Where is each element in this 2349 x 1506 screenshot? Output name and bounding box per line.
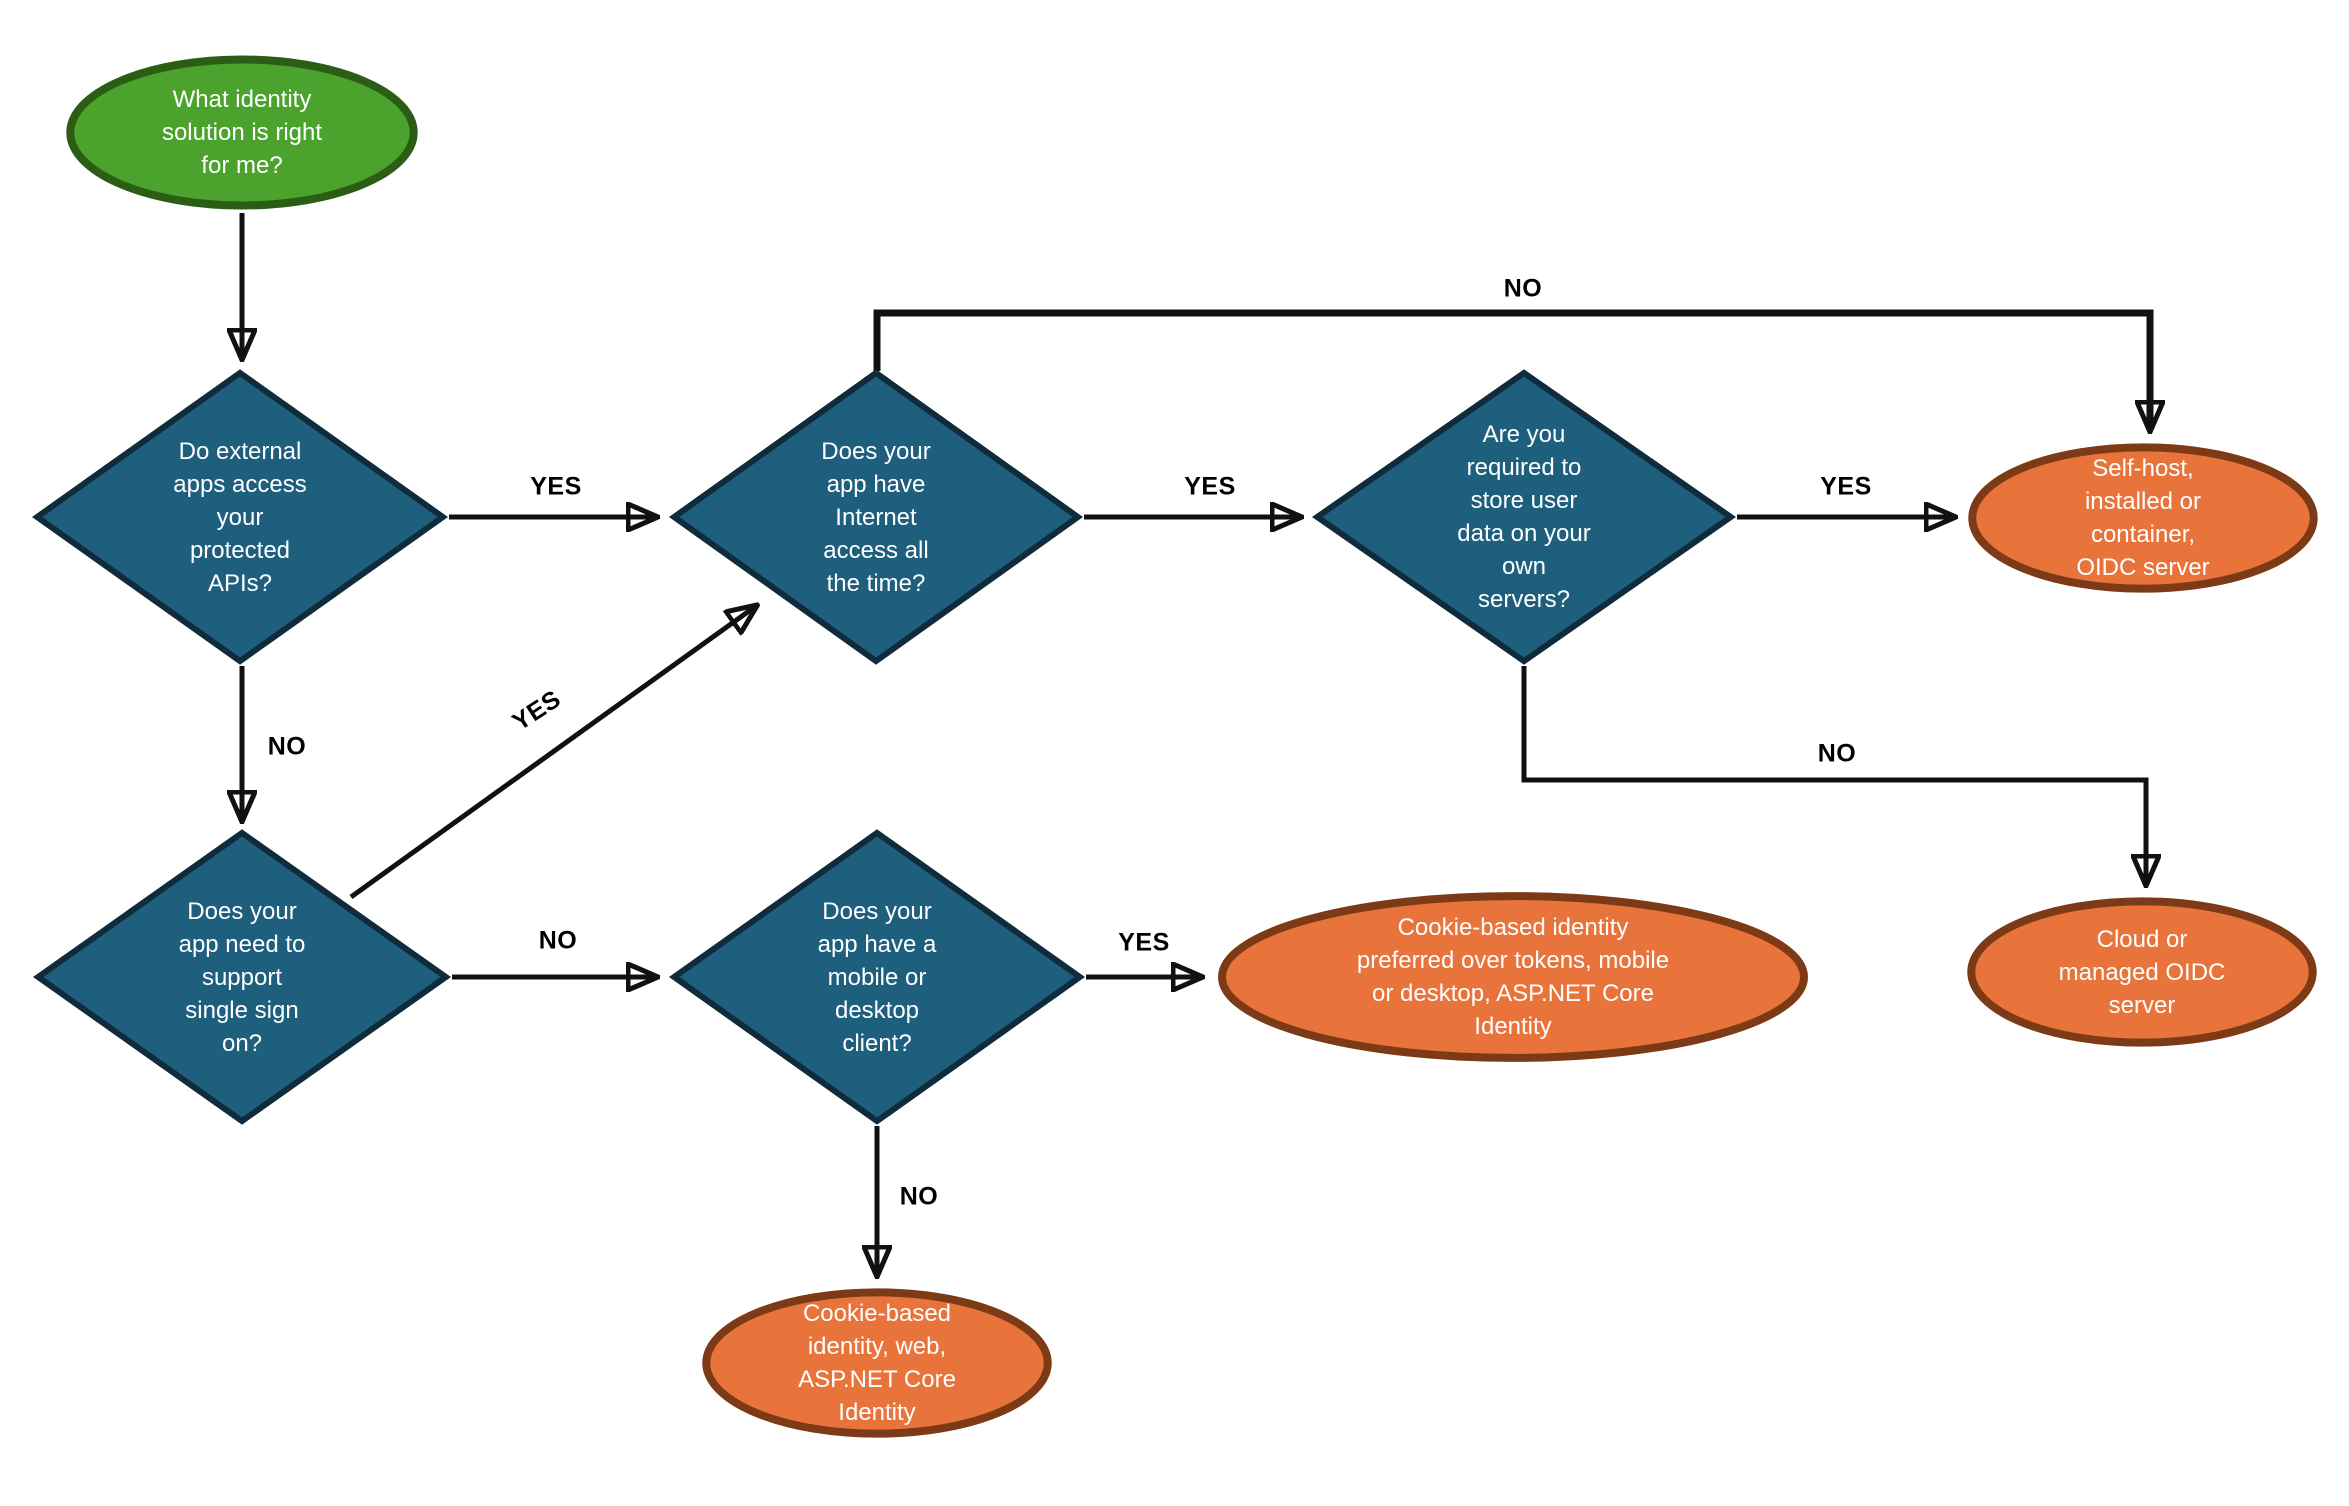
edge-label-external-no: NO <box>267 732 307 761</box>
edge-label-store-yes: YES <box>1820 472 1872 501</box>
outcome-cloud-managed: Cloud or managed OIDC server <box>1966 896 2318 1048</box>
outcome-cookie-web-label: Cookie-based identity, web, ASP.NET Core… <box>798 1300 956 1426</box>
outcome-cookie-mobile-label: Cookie-based identity preferred over tok… <box>1356 914 1670 1040</box>
outcome-cloud-managed-label: Cloud or managed OIDC server <box>2058 925 2226 1019</box>
edge-internet-no-to-self-host <box>873 309 2150 430</box>
start-node: What identity solution is right for me? <box>65 54 419 211</box>
edge-label-store-no: NO <box>1817 739 1857 768</box>
outcome-cookie-mobile: Cookie-based identity preferred over tok… <box>1213 890 1813 1064</box>
edge-label-internet-yes: YES <box>1184 472 1236 501</box>
outcome-ellipse-shape <box>1967 442 2319 594</box>
diamond-shape <box>33 370 447 664</box>
edge-store-data-no-to-cloud <box>1521 666 2146 884</box>
outcome-self-host: Self-host, installed or container, OIDC … <box>1967 442 2319 594</box>
edge-label-mobile-yes: YES <box>1118 928 1170 957</box>
decision-external-apis-label: Do external apps access your protected A… <box>173 437 307 597</box>
diamond-shape <box>670 830 1084 1124</box>
edge-sso-yes-to-internet <box>349 606 756 900</box>
start-node-label: What identity solution is right for me? <box>161 86 323 179</box>
decision-single-sign-on-label: Does your app need to support single sig… <box>178 897 306 1057</box>
outcome-ellipse-shape <box>1966 896 2318 1048</box>
outcome-self-host-label: Self-host, installed or container, OIDC … <box>2076 455 2210 581</box>
decision-internet-access-label: Does your app have Internet access all t… <box>821 437 931 597</box>
decision-external-apis: Do external apps access your protected A… <box>33 370 447 664</box>
decision-store-user-data-label: Are you required to store user data on y… <box>1457 421 1591 613</box>
diamond-shape <box>34 830 450 1124</box>
edge-label-mobile-no: NO <box>899 1182 939 1211</box>
diamond-shape <box>1313 370 1735 664</box>
decision-store-user-data: Are you required to store user data on y… <box>1313 370 1735 664</box>
diamond-shape <box>670 370 1082 664</box>
decision-mobile-desktop-label: Does your app have a mobile or desktop c… <box>817 897 937 1057</box>
edge-label-sso-no: NO <box>538 926 578 955</box>
outcome-ellipse-shape <box>701 1287 1053 1439</box>
decision-mobile-desktop: Does your app have a mobile or desktop c… <box>670 830 1084 1124</box>
start-ellipse-shape <box>65 54 419 211</box>
edge-label-internet-no: NO <box>1503 274 1543 303</box>
decision-single-sign-on: Does your app need to support single sig… <box>34 830 450 1124</box>
outcome-ellipse-shape <box>1213 890 1813 1064</box>
outcome-cookie-web: Cookie-based identity, web, ASP.NET Core… <box>701 1287 1053 1439</box>
edge-label-external-yes: YES <box>530 472 582 501</box>
decision-internet-access: Does your app have Internet access all t… <box>670 370 1082 664</box>
